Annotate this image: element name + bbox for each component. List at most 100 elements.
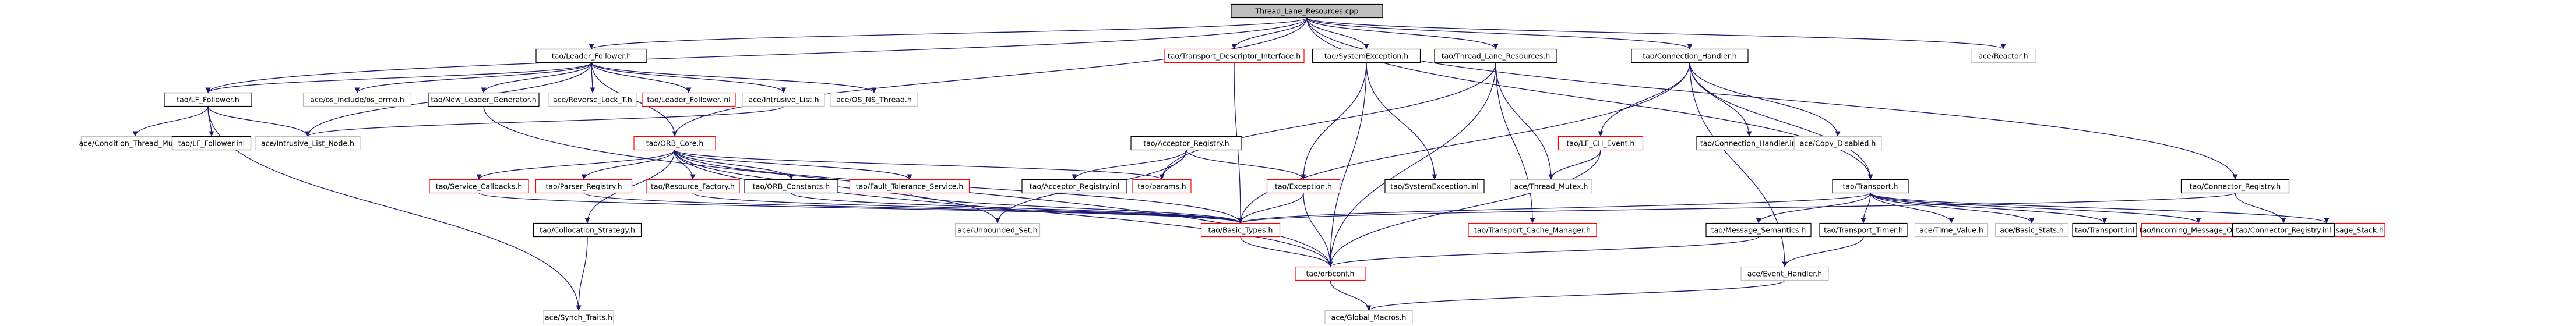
file-node-box xyxy=(1164,48,1305,63)
file-node-label: tao/Resource_Factory.h xyxy=(651,182,735,191)
file-node-label: ace/Intrusive_List.h xyxy=(748,95,819,104)
file-node-n36[interactable]: tao/Basic_Types.h xyxy=(1200,222,1281,238)
file-node-label: tao/Collocation_Strategy.h xyxy=(540,226,635,235)
file-node-box xyxy=(2180,179,2290,194)
file-node-n14[interactable]: tao/Acceptor_Registry.h xyxy=(1130,136,1242,151)
include-edge-n0-n2 xyxy=(1231,17,1308,49)
file-node-label: tao/Connector_Registry.inl xyxy=(2236,226,2331,235)
file-node-label: tao/Leader_Follower.inl xyxy=(647,95,730,104)
file-node-box xyxy=(1631,48,1749,63)
file-node-n34[interactable]: tao/Collocation_Strategy.h xyxy=(533,222,642,238)
file-node-label: tao/Transport_Timer.h xyxy=(1824,226,1903,235)
include-edge-n1-n9 xyxy=(481,62,592,93)
include-edge-n32-n42 xyxy=(1870,193,2108,224)
file-node-n47[interactable]: tao/orbconf.h xyxy=(1295,266,1366,281)
file-node-n17: ace/Copy_Disabled.h xyxy=(1793,136,1882,151)
file-node-n45[interactable]: tao/Connector_Registry.inl xyxy=(2232,222,2335,238)
include-edge-n34-n48 xyxy=(576,236,588,311)
include-edge-n25-n36 xyxy=(791,192,1243,224)
file-node-label: ace/Reverse_Lock_T.h xyxy=(553,95,632,104)
include-edge-n15-n47 xyxy=(1327,150,1601,267)
include-edge-n29-n47 xyxy=(1303,193,1333,267)
file-node-n19[interactable]: tao/LF_Follower.inl xyxy=(171,136,252,151)
include-edge-n32-n43 xyxy=(1870,192,2201,224)
file-node-n37[interactable]: tao/Transport_Cache_Manager.h xyxy=(1468,222,1597,238)
file-node-box xyxy=(1819,222,1908,238)
file-node-n32[interactable]: tao/Transport.h xyxy=(1832,179,1909,194)
include-edge-n0-n33 xyxy=(1306,17,2238,180)
file-node-n27[interactable]: tao/Acceptor_Registry.inl xyxy=(1021,179,1127,194)
file-node-n22[interactable]: tao/Service_Callbacks.h xyxy=(429,179,529,194)
file-node-box xyxy=(1557,136,1644,151)
edge-layer xyxy=(132,17,2330,311)
file-node-n33[interactable]: tao/Connector_Registry.h xyxy=(2180,179,2290,194)
include-edge-n21-n24 xyxy=(674,150,696,180)
file-node-n31: ace/Thread_Mutex.h xyxy=(1510,179,1592,194)
file-node-n20: ace/Intrusive_List_Node.h xyxy=(255,136,361,151)
file-node-box xyxy=(535,179,633,194)
file-node-box xyxy=(1130,136,1242,151)
file-node-n25[interactable]: tao/ORB_Constants.h xyxy=(744,179,838,194)
file-node-n46: ace/Event_Handler.h xyxy=(1740,266,1829,281)
file-node-label: ace/Thread_Mutex.h xyxy=(1514,182,1588,191)
file-node-n15[interactable]: tao/LF_CH_Event.h xyxy=(1557,136,1644,151)
file-node-n38[interactable]: tao/Message_Semantics.h xyxy=(1705,222,1812,238)
include-edge-n33-n45 xyxy=(2235,193,2286,224)
file-node-n5[interactable]: tao/Connection_Handler.h xyxy=(1631,48,1749,63)
file-node-box xyxy=(164,92,252,107)
include-edge-n33-n36 xyxy=(1238,192,2236,224)
file-node-box xyxy=(1832,179,1909,194)
file-node-label: tao/params.h xyxy=(1137,182,1186,191)
file-node-n30[interactable]: tao/SystemException.inl xyxy=(1384,179,1485,194)
file-node-label: tao/Transport_Cache_Manager.h xyxy=(1474,226,1591,235)
file-node-n9[interactable]: tao/New_Leader_Generator.h xyxy=(428,92,540,107)
file-node-label: tao/Connection_Handler.inl xyxy=(1700,139,1798,148)
file-node-box xyxy=(1384,179,1485,194)
include-edge-n0-n32 xyxy=(1306,17,1873,180)
file-node-n24[interactable]: tao/Resource_Factory.h xyxy=(646,179,740,194)
file-node-n6: ace/Reactor.h xyxy=(1971,48,2036,63)
file-node-label: tao/LF_Follower.h xyxy=(177,95,239,104)
include-edge-n0-n1 xyxy=(589,17,1308,50)
file-node-label: ace/Synch_Traits.h xyxy=(545,313,612,322)
file-node-label: ace/Event_Handler.h xyxy=(1747,270,1822,278)
file-node-label: ace/Unbounded_Set.h xyxy=(957,226,1037,235)
file-node-n4[interactable]: tao/Thread_Lane_Resources.h xyxy=(1434,48,1557,63)
file-node-n0: Thread_Lane_Resources.cpp xyxy=(1231,3,1383,19)
include-edge-n7-n18 xyxy=(132,106,209,137)
file-node-n28[interactable]: tao/params.h xyxy=(1132,179,1192,194)
file-node-n26[interactable]: tao/Fault_Tolerance_Service.h xyxy=(849,179,970,194)
file-node-box xyxy=(428,92,540,107)
file-node-label: tao/New_Leader_Generator.h xyxy=(431,95,536,104)
file-node-n16[interactable]: tao/Connection_Handler.inl xyxy=(1696,136,1802,151)
file-node-box xyxy=(830,92,918,107)
file-node-n2[interactable]: tao/Transport_Descriptor_Interface.h xyxy=(1164,48,1305,63)
include-edge-n39-n46 xyxy=(1782,236,1864,267)
file-node-n7[interactable]: tao/LF_Follower.h xyxy=(164,92,252,107)
file-node-n1[interactable]: tao/Leader_Follower.h xyxy=(535,48,647,63)
file-node-n42[interactable]: tao/Transport.inl xyxy=(2072,222,2137,238)
file-node-label: tao/Leader_Follower.h xyxy=(552,52,631,61)
file-node-n11[interactable]: tao/Leader_Follower.inl xyxy=(642,92,736,107)
file-node-n10: ace/Reverse_Lock_T.h xyxy=(548,92,637,107)
file-node-box xyxy=(543,310,614,325)
file-node-n43[interactable]: tao/Incoming_Message_Queue.h xyxy=(2140,222,2257,238)
file-node-n29[interactable]: tao/Exception.h xyxy=(1266,179,1341,194)
file-node-label: tao/SystemException.inl xyxy=(1390,182,1478,191)
include-edge-n21-n28 xyxy=(674,149,1165,180)
file-node-box xyxy=(646,179,740,194)
file-node-box xyxy=(1295,266,1366,281)
file-node-label: tao/ORB_Core.h xyxy=(646,139,704,148)
file-node-label: tao/Fault_Tolerance_Service.h xyxy=(856,182,964,191)
include-edge-n22-n36 xyxy=(478,192,1243,224)
file-node-n23[interactable]: tao/Parser_Registry.h xyxy=(535,179,633,194)
file-node-label: tao/SystemException.h xyxy=(1324,52,1408,61)
include-edge-n21-n22 xyxy=(476,150,675,180)
include-edge-n4-n28 xyxy=(1159,62,1496,180)
include-edge-n47-n49 xyxy=(1330,280,1372,311)
file-node-n21[interactable]: tao/ORB_Core.h xyxy=(633,136,716,151)
file-node-n39[interactable]: tao/Transport_Timer.h xyxy=(1819,222,1908,238)
file-node-box xyxy=(2232,222,2335,238)
file-node-n3[interactable]: tao/SystemException.h xyxy=(1312,48,1421,63)
include-edge-n1-n7 xyxy=(205,62,592,94)
